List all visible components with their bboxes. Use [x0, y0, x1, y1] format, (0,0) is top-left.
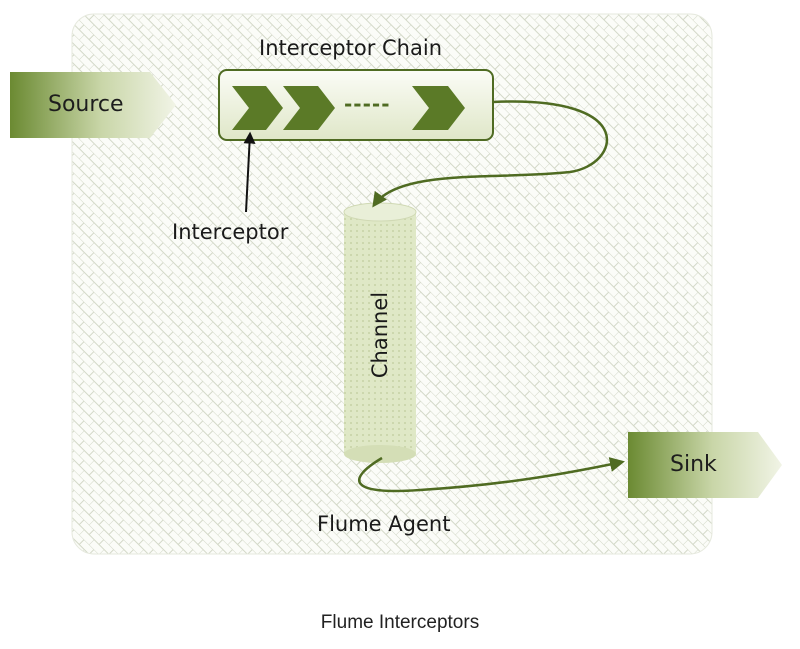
chain-to-channel-arrow	[372, 100, 609, 208]
sink-label: Sink	[670, 452, 717, 477]
interceptor-pointer-arrow	[243, 131, 256, 213]
flume-diagram	[10, 13, 782, 555]
interceptor-chevron	[232, 86, 283, 130]
figure-caption: Flume Interceptors	[320, 612, 480, 633]
interceptor-chevron	[412, 86, 465, 130]
source-node	[10, 72, 176, 138]
channel-label: Channel	[368, 291, 392, 379]
channel-cylinder	[343, 202, 417, 463]
sink-node	[628, 432, 782, 498]
interceptor-chevron	[283, 86, 335, 130]
source-label: Source	[48, 92, 124, 117]
flume-agent-label: Flume Agent	[317, 512, 451, 536]
chain-dashes: -----	[344, 92, 391, 116]
interceptor-chain-label: Interceptor Chain	[259, 36, 443, 60]
channel-to-sink-arrow	[358, 456, 625, 493]
interceptor-label: Interceptor	[172, 220, 289, 244]
